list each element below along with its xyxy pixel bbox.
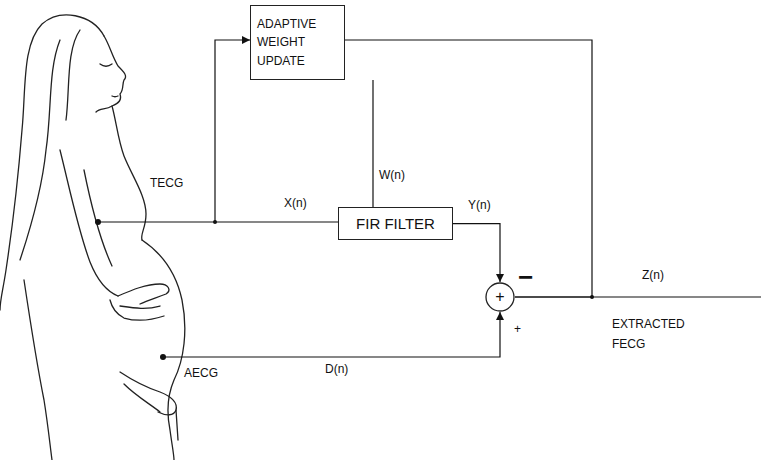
circle-outline — [486, 283, 514, 311]
signal-name: X(n) — [284, 196, 307, 210]
aecg-wire — [163, 312, 500, 357]
fir-filter-box: FIR FILTER — [338, 207, 453, 240]
box-text: ADAPTIVE WEIGHT UPDATE — [257, 15, 338, 71]
sum-sign: + — [485, 285, 515, 310]
tecg-wire — [98, 221, 338, 222]
minus-sign: − — [518, 262, 533, 293]
signal-name: Y(n) — [468, 198, 491, 212]
signal-connector — [345, 40, 592, 297]
junction-dot — [213, 220, 217, 224]
signal-name: TECG — [150, 176, 183, 190]
signal-name: D(n) — [325, 362, 348, 376]
box-text: FIR FILTER — [345, 212, 446, 235]
signal-name: AECG — [184, 366, 218, 380]
signal-name: Z(n) — [642, 268, 664, 282]
reference-branch-wire — [215, 40, 250, 222]
electrode-dot — [160, 354, 166, 360]
output-caption: EXTRACTED FECG — [612, 314, 707, 355]
signal-connector — [453, 224, 500, 282]
signal-wire — [98, 40, 761, 357]
summing-junction: + — [485, 282, 515, 312]
plus-sign: + — [514, 322, 521, 336]
electrode-dot — [95, 219, 101, 225]
pregnant-woman — [0, 15, 185, 460]
signal-connector — [372, 80, 373, 207]
adaptive-weight-box: ADAPTIVE WEIGHT UPDATE — [250, 5, 345, 80]
signal-name: W(n) — [379, 168, 405, 182]
